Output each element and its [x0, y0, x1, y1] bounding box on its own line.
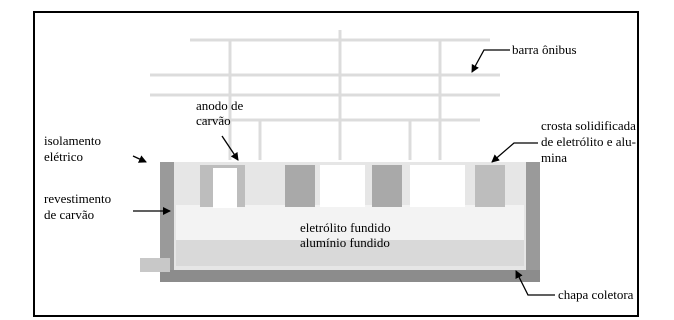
label-revestimento-2: de carvão [44, 207, 95, 222]
label-chapa: chapa coletora [558, 287, 634, 302]
label-barra-onibus: barra ônibus [512, 42, 577, 57]
label-aluminio: alumínio fundido [300, 235, 390, 250]
label-isolamento-1: isolamento [44, 133, 102, 148]
anodes [200, 165, 505, 208]
label-revestimento-1: revestimento [44, 191, 112, 206]
label-isolamento-2: elétrico [44, 149, 83, 164]
label-crosta-1: crosta solidificada [541, 118, 636, 133]
pointer-arrows [132, 49, 555, 296]
label-eletrolito: eletrólito fundido [300, 220, 391, 235]
label-anodo-2: carvão [196, 113, 231, 128]
label-crosta-2: de eletrólito e alu- [541, 134, 636, 149]
label-anodo-1: anodo de [196, 98, 244, 113]
busbar-structure [150, 30, 500, 160]
label-crosta-3: mina [541, 150, 567, 165]
